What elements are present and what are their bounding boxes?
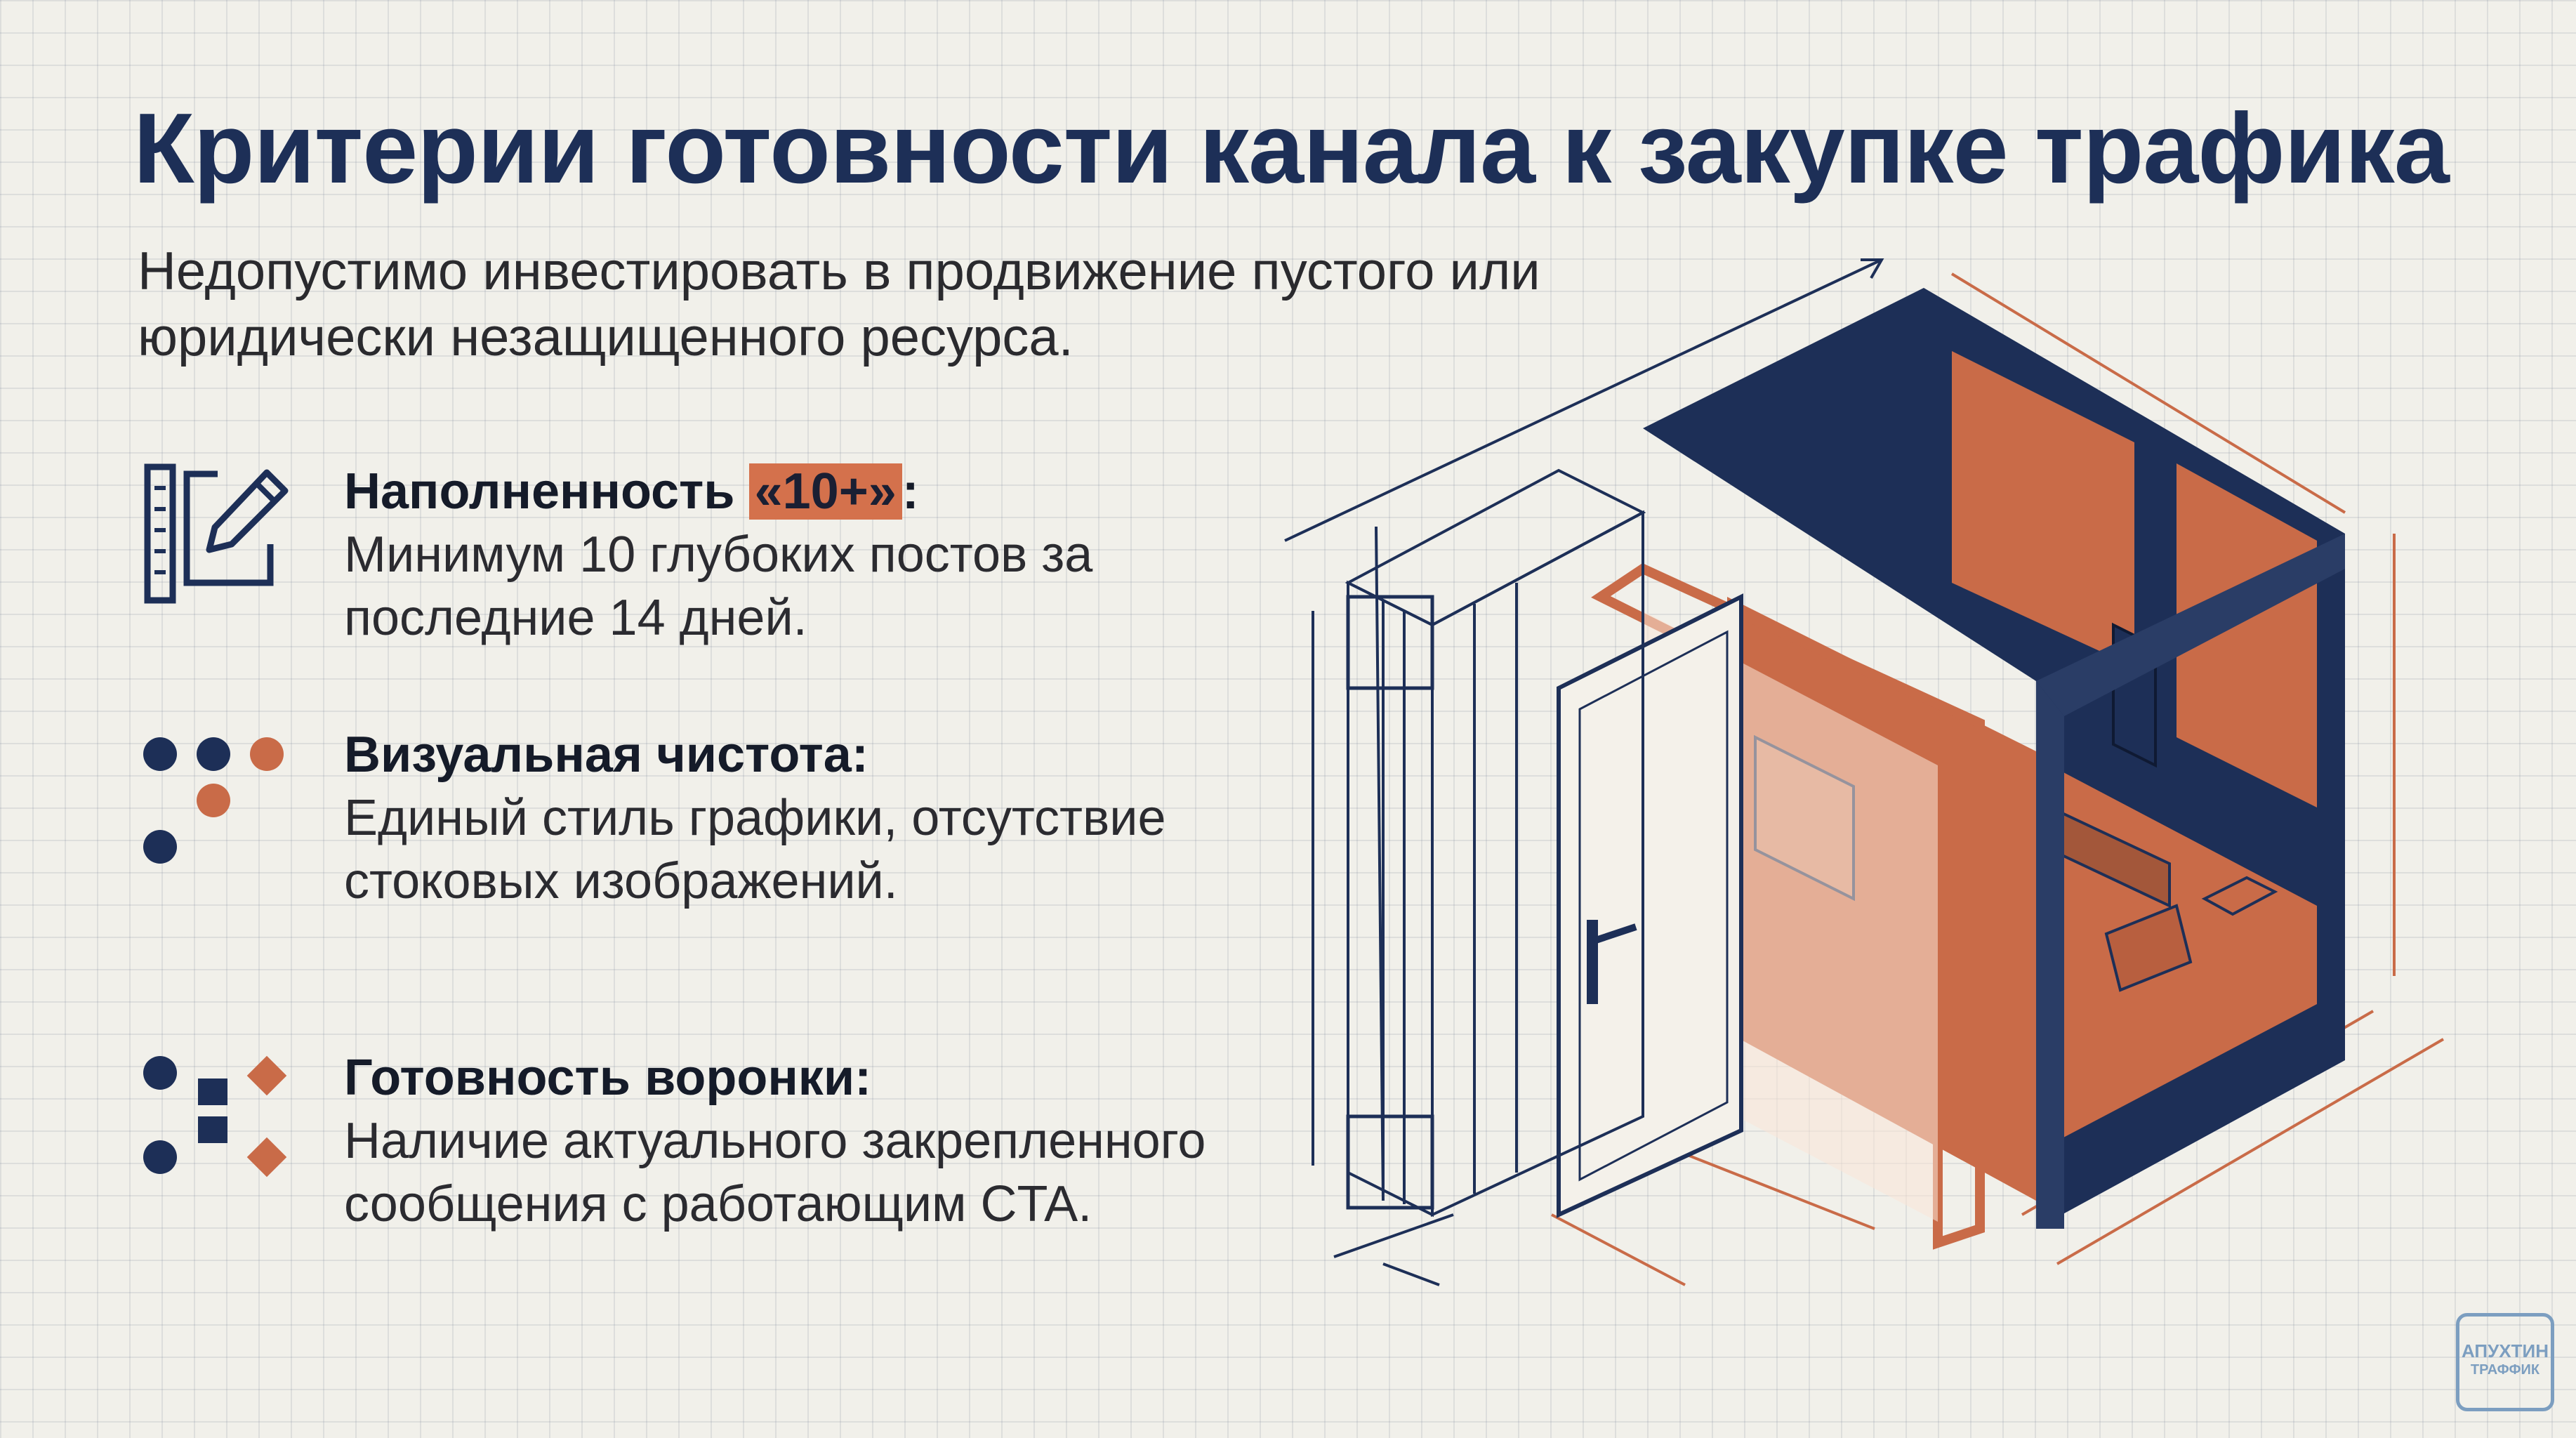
- criterion-description: Минимум 10 глубоких постов за последние …: [344, 527, 1093, 646]
- criterion-visual-clarity: Визуальная чистота: Единый стиль графики…: [140, 723, 1194, 983]
- criterion-description: Единый стиль графики, отсутствие стоковы…: [344, 790, 1166, 909]
- funnel-shapes-icon: [140, 1046, 295, 1201]
- criterion-heading: Визуальная чистота:: [344, 727, 868, 783]
- criterion-heading: Готовность воронки:: [344, 1050, 872, 1106]
- room-blueprint-illustration: [1250, 232, 2457, 1383]
- criterion-content-filling: Наполненность «10+»: Минимум 10 глубоких…: [140, 460, 1194, 657]
- brand-logo: АПУХТИН ТРАФФИК: [2456, 1313, 2554, 1411]
- ruler-pencil-icon: [140, 460, 295, 614]
- criterion-funnel-readiness: Готовность воронки: Наличие актуального …: [140, 1046, 1206, 1306]
- highlight-badge: «10+»: [748, 463, 902, 520]
- dots-pattern-icon: [140, 723, 295, 878]
- page-title: Критерии готовности канала к закупке тра…: [133, 93, 2450, 204]
- page-subtitle: Недопустимо инвестировать в продвижение …: [138, 242, 1540, 367]
- criterion-heading: Наполненность «10+»:: [344, 463, 919, 520]
- criterion-description: Наличие актуального закрепленного сообще…: [344, 1113, 1206, 1232]
